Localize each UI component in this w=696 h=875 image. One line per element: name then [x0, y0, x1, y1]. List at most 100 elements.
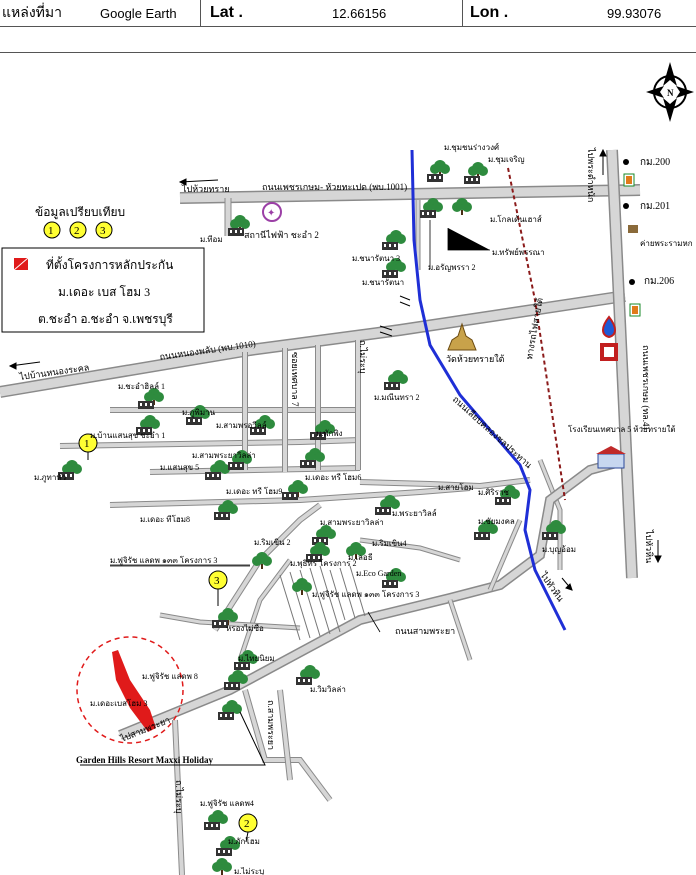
- source-value: Google Earth: [100, 5, 177, 21]
- legend: ข้อมูลเปรียบเทียบ 1 2 3 ที่ตั้งโครงการหล…: [1, 205, 205, 333]
- road-phetkasem: [179, 184, 641, 204]
- village-label: ม.พระยาวิลล์: [392, 508, 437, 518]
- lat-label: Lat .: [210, 4, 243, 21]
- village-label: ม.ริมเขิน4: [372, 539, 407, 548]
- marker-2-label: 2: [244, 818, 250, 830]
- header-bottom-line: [0, 26, 696, 27]
- village-label-top: ม.ฟูจิรัช แลดพ ๑๓๓ โครงการ 3: [110, 555, 217, 566]
- label-canal-road: ถนนเลียบคลองชลประทาน: [451, 394, 534, 470]
- header-second-line: [0, 52, 696, 53]
- village-label: หรองไม่ซือ: [226, 624, 264, 633]
- label-road-hua-hin2: ถ.สามพระยา: [266, 700, 276, 750]
- village-labels: ม.ชุมชนร่างวงศ์ ม.ชุมเจริญ ม.โกลเด้นเฮาส…: [34, 142, 576, 875]
- km-206: กม.206: [644, 276, 674, 287]
- power-station-icon: ✦: [262, 202, 282, 222]
- village-label: ม.ภูพิมาน: [182, 408, 216, 418]
- village-label: ม.โกลเด้นเฮาส์: [490, 214, 542, 224]
- north-compass: N: [646, 62, 694, 122]
- lon-value: 99.93076: [607, 5, 662, 21]
- store-icon: [623, 173, 641, 317]
- legend-project-name: ม.เดอะ เบส โฮม 3: [58, 285, 150, 299]
- village-label: ม.ฟูจิรัช แลดพ4: [200, 799, 254, 809]
- place-labels: สถานีไฟฟ้า ชะอำ 2 วัดห้วยทรายใต้ โรงเรีย…: [244, 230, 693, 434]
- village-label: ม.อรัญพรรา 2: [428, 263, 476, 272]
- village-label: ม.เดอะ ทรี โฮม6: [305, 472, 361, 482]
- km-200: กม.200: [640, 157, 670, 168]
- bridges: [379, 295, 411, 337]
- village-label: ม.ชุมเจริญ: [488, 155, 525, 164]
- village-label: ม.ชัยมงคล: [478, 517, 515, 526]
- village-label: ม.ชนารัตนา: [362, 278, 404, 287]
- housing-grid: [279, 565, 366, 641]
- village-label: ม.เดอะ ทีโฮม8: [140, 514, 190, 524]
- roads: [0, 149, 641, 875]
- legend-marker-3: 3: [100, 225, 106, 237]
- svg-text:✦: ✦: [267, 208, 275, 219]
- canal: [410, 149, 567, 631]
- village-label: ม.ชะอำฮิลล์ 1: [118, 381, 165, 391]
- village-label: ม.ฟูจิรัช แลดพ 8: [142, 672, 198, 682]
- lat-value: 12.66156: [332, 5, 387, 21]
- village-label: ม.ทีอม: [200, 235, 223, 244]
- label-to-nong-bua: ถ.ไม่ระบุ: [173, 780, 184, 814]
- label-temple: วัดห้วยทรายใต้: [446, 354, 505, 364]
- village-label: ม.วิมวิลล่า: [310, 685, 346, 694]
- comparison-marker-2: 2: [238, 813, 258, 833]
- label-to-huai-sai: ไปห้วยทราย: [181, 184, 230, 194]
- direction-arrows: [8, 148, 662, 591]
- camp-icon: [628, 225, 638, 233]
- label-sam-phraya-road: ถนนสามพระยา: [395, 626, 455, 636]
- leader-lines: [110, 220, 490, 633]
- lon-label: Lon .: [470, 4, 509, 21]
- village-label: ม.ภูทาหัว: [34, 473, 66, 483]
- label-school: โรงเรียนเทศบาล 5 ห้วยทรายใต้: [568, 424, 676, 434]
- legend-marker-1: 1: [48, 225, 54, 237]
- road-south: [159, 502, 523, 875]
- label-camp: ค่ายพระรามหก: [640, 239, 693, 248]
- gas-station-icon-ptt: [602, 315, 616, 339]
- resort-callout: Garden Hills Resort Maxxi Holiday: [76, 711, 266, 766]
- km-201: กม.201: [640, 201, 670, 212]
- village-label: ม.ไทยนิยม: [238, 654, 275, 663]
- header-separator: [462, 0, 463, 26]
- legend-marker-2: 2: [74, 225, 80, 237]
- village-label: ม.เดอะ ทรี โฮม9: [226, 486, 282, 496]
- village-label: ม.พักพิง: [316, 429, 343, 438]
- legend-project-label: ที่ตั้งโครงการหลักประกัน: [46, 256, 173, 272]
- road-1010: [0, 290, 626, 398]
- village-label: ม.ไม่ระบุ: [234, 867, 264, 875]
- village-label: ม.เดอะเบสโฮม 3: [90, 698, 147, 708]
- temple-icon: [447, 322, 477, 351]
- village-label: ม.ชนารัตนา 3: [352, 254, 400, 263]
- village-label: ม.สายโฮม: [438, 482, 474, 492]
- village-label: ม.สามพระยาวิลล่า: [320, 518, 384, 527]
- village-label: ม.ภักโฮม: [228, 836, 260, 846]
- village-label: ม.ฟูจิรัช แลดพ ๑๓๓ โครงการ 3: [312, 589, 419, 600]
- info-header: แหล่งที่มา Google Earth Lat . 12.66156 L…: [0, 0, 696, 53]
- village-label: ม.แสนสุข 5: [160, 463, 199, 472]
- compass-n-label: N: [667, 88, 674, 98]
- label-rama-road: ถนนเพชรเกษม (ทล.4): [641, 345, 651, 430]
- village-label: ม.ศิริราช: [478, 488, 509, 497]
- legend-project-address: ต.ชะอำ อ.ชะอำ จ.เพชรบุรี: [38, 312, 173, 327]
- marker-1-label: 1: [84, 438, 90, 450]
- village-label: ม.พุธิทร โครงการ 2: [290, 558, 356, 568]
- legend-compare-title: ข้อมูลเปรียบเทียบ: [35, 205, 125, 220]
- road-right-vertical: [606, 149, 638, 579]
- village-label: ม.ทรัพย์พรรณา: [492, 247, 545, 257]
- village-label: ม.บ้านแสนสุข ชะอำ 1: [90, 431, 165, 440]
- marker-3-label: 3: [214, 575, 220, 587]
- road-sam-phraya: [118, 457, 622, 740]
- project-site: [76, 636, 184, 744]
- village-label: ม.สามพระยาวิลล่า: [192, 451, 256, 460]
- marker-leaders: [87, 452, 249, 843]
- label-to-hua-hin: ไปหัวหิน: [644, 529, 654, 563]
- railway: [507, 167, 566, 501]
- village-label: ม.ชุมชนร่างวงศ์: [444, 142, 499, 152]
- gas-station-icon: [600, 343, 618, 361]
- village-label: ม.บุญอ้อม: [542, 545, 576, 554]
- label-vertical-left: ถ.ไม่ระบุ: [357, 340, 368, 374]
- header-separator: [200, 0, 201, 26]
- school-icon: [596, 446, 626, 469]
